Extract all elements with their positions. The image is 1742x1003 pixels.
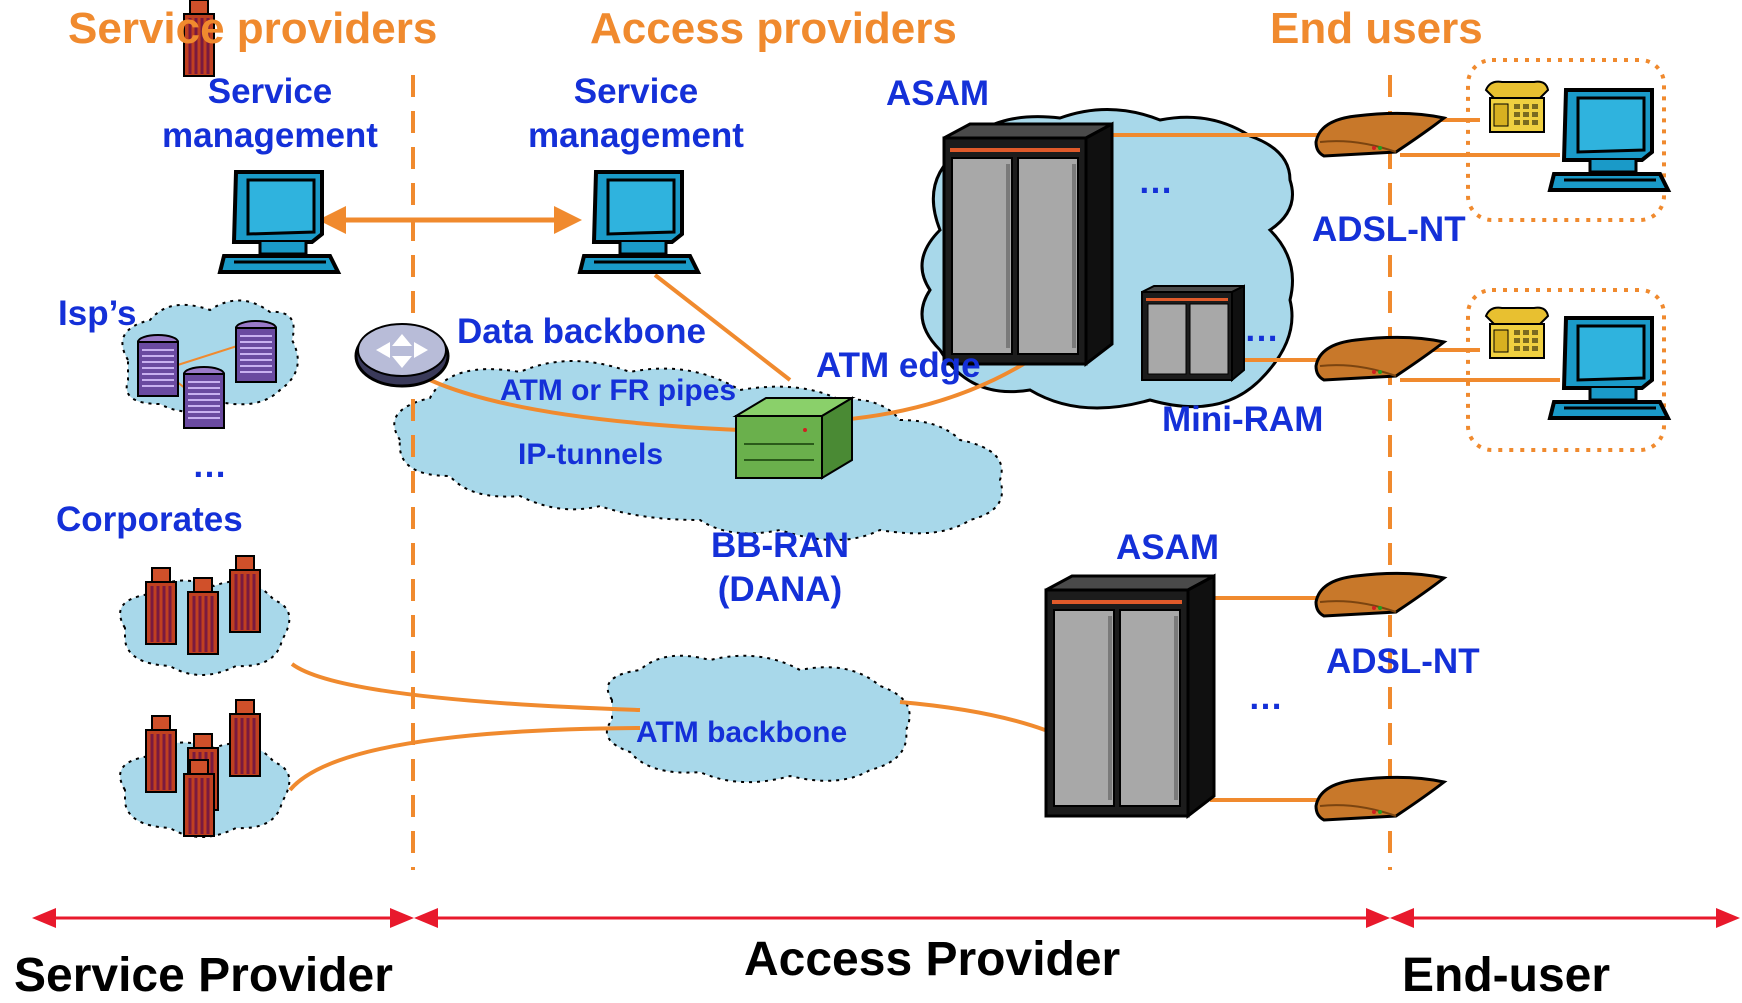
asam-ellipsis-top: … [1138,162,1173,201]
building-icon [144,714,178,794]
monitor-icon [1548,88,1670,192]
adsl-nt-label-top: ADSL-NT [1312,210,1466,249]
service-management-right-line2: management [528,116,744,155]
bb-ran-label-line2: (DANA) [717,570,843,609]
asam-label-bottom: ASAM [1116,528,1220,567]
atm-backbone-label: ATM backbone [636,716,848,749]
bb-ran-label-line1: BB-RAN [710,526,850,565]
end-user-box-bottom [1466,288,1666,452]
asam-rack-icon [942,122,1114,366]
monitor-icon [218,170,340,274]
mini-ram-label: Mini-RAM [1162,400,1324,439]
header-service-providers: Service providers [68,4,438,53]
service-management-link-arrow [318,206,582,234]
modem-icon [1314,335,1446,382]
telephone-icon [1485,80,1549,133]
asam-ellipsis-bottom: … [1248,678,1283,717]
corporates-label: Corporates [56,500,243,539]
server-tower-icon [137,334,179,397]
router-icon [354,323,450,388]
atm-backbone-cloud [606,654,911,784]
monitor-icon [578,170,700,274]
monitor-icon [1548,316,1670,420]
atm-edge-label: ATM edge [816,346,981,385]
service-management-left-line1: Service [207,72,333,111]
asam-rack-icon [1044,574,1216,818]
header-end-users: End users [1270,4,1483,53]
atm-switch-icon [732,396,856,480]
isps-ellipsis: … [192,446,227,485]
end-user-box-top [1466,58,1666,222]
telephone-icon [1485,306,1549,359]
building-icon [144,566,178,646]
server-tower-icon [183,366,225,429]
region-dividers [411,75,1392,870]
modem-icon [1314,571,1446,618]
extent-arrows [32,908,1740,928]
ip-tunnels-label: IP-tunnels [518,438,664,471]
isps-label: Isp’s [58,294,137,333]
mini-ram-icon [1141,284,1245,383]
building-icon [228,698,262,778]
bottom-label-end-user: End-user [1402,949,1611,1002]
atm-or-fr-pipes-label: ATM or FR pipes [500,374,737,407]
header-access-providers: Access providers [590,4,957,53]
service-management-left-line2: management [162,116,378,155]
data-backbone-label: Data backbone [457,312,706,351]
building-icon [228,554,262,634]
modem-icon [1314,775,1446,822]
isp-server-towers [137,320,277,429]
server-tower-icon [235,320,277,383]
service-management-right-line1: Service [573,72,699,111]
bottom-label-service-provider: Service Provider [14,949,393,1002]
bottom-label-access-provider: Access Provider [744,933,1121,986]
asam-ellipsis-mid: … [1244,310,1279,349]
asam-label-top: ASAM [886,74,990,113]
modem-icon [1314,111,1446,158]
adsl-nt-label-bottom: ADSL-NT [1326,642,1480,681]
